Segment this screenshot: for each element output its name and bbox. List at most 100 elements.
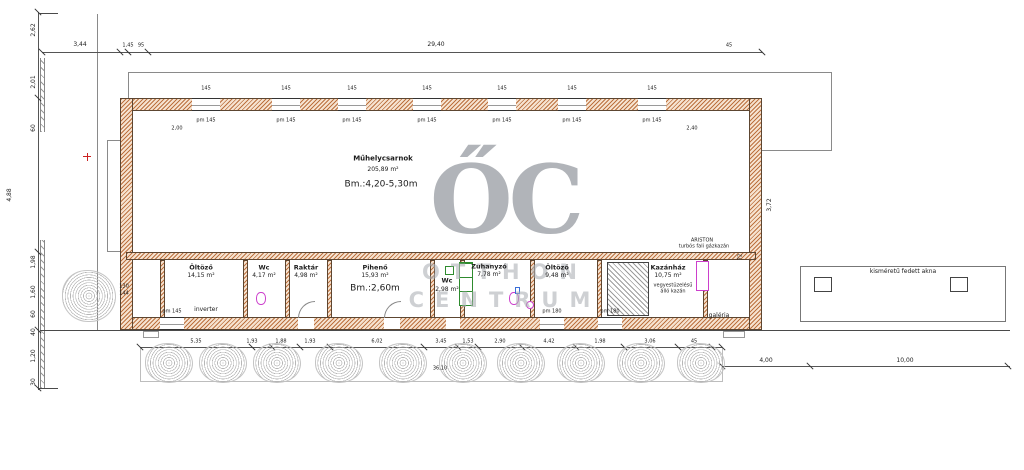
partition bbox=[530, 260, 535, 318]
dim-label: 1,45 bbox=[122, 42, 134, 49]
parapet-label: pm 145 bbox=[196, 117, 216, 124]
dim-label: 6,02 bbox=[371, 338, 383, 345]
shower-stalls-icon bbox=[459, 262, 473, 306]
window-dim-label: 145 bbox=[567, 85, 577, 92]
room-area: 9,48 m² bbox=[545, 271, 569, 279]
annotation-akna: kisméretű fedett akna bbox=[869, 267, 937, 275]
room-area: 4,17 m² bbox=[252, 271, 276, 279]
window-dim-label: 145 bbox=[497, 85, 507, 92]
parapet-label: pm 145 bbox=[276, 117, 296, 124]
dim-label: 45 bbox=[725, 42, 733, 49]
annotation-ariston-type: turbós fali gázkazán bbox=[678, 243, 730, 250]
eaves-line-left bbox=[128, 72, 129, 98]
dim-label: 45 bbox=[690, 338, 698, 345]
dim-label: 3,44 bbox=[73, 40, 87, 48]
sink-icon bbox=[526, 301, 534, 309]
site-boundary-line bbox=[97, 14, 98, 330]
parapet-label: pm 145 bbox=[562, 117, 582, 124]
dim-label: 29,40 bbox=[427, 40, 445, 48]
door-swing-arc bbox=[298, 301, 315, 318]
wall-right bbox=[749, 98, 762, 330]
dim-label: 36,10 bbox=[432, 365, 448, 372]
dim-label: 2,01 bbox=[29, 75, 37, 89]
akna-shaft bbox=[950, 277, 968, 292]
dim-label: 3,45 bbox=[435, 338, 447, 345]
annotation-boiler-type: álló kazán bbox=[660, 288, 686, 295]
dim-label: 1,20 bbox=[29, 349, 37, 363]
window bbox=[338, 98, 366, 111]
porch-line bbox=[107, 251, 120, 252]
tree bbox=[145, 343, 193, 383]
parapet-label: pm 145 bbox=[492, 117, 512, 124]
tree bbox=[253, 343, 301, 383]
wall-bottom bbox=[120, 317, 762, 330]
fixture-icon bbox=[515, 287, 520, 294]
dim-label: 1,88 bbox=[275, 338, 287, 345]
fence-upper bbox=[40, 58, 45, 132]
room-name: Kazánház bbox=[650, 263, 686, 272]
parapet-label: pm 145 bbox=[342, 117, 362, 124]
window-dim-label: 145 bbox=[347, 85, 357, 92]
window-dim-label: 145 bbox=[647, 85, 657, 92]
site-bottom-line bbox=[40, 330, 1010, 331]
tree bbox=[557, 343, 605, 383]
dim-label: 2,90 bbox=[494, 338, 506, 345]
akna-box bbox=[800, 266, 1006, 322]
room-area: 2,98 m² bbox=[435, 285, 459, 293]
parapet-label: pm 145 bbox=[642, 117, 662, 124]
window bbox=[488, 98, 516, 111]
parapet-label: pm 145 bbox=[417, 117, 437, 124]
dim-label: 95 bbox=[137, 42, 145, 49]
room-name: Zuhanyzó bbox=[471, 262, 507, 271]
eaves-line-return bbox=[762, 150, 832, 151]
window bbox=[558, 98, 586, 111]
window-dim-label: 145 bbox=[281, 85, 291, 92]
dim-label: 1,93 bbox=[304, 338, 316, 345]
door-swing-arc bbox=[384, 301, 401, 318]
room-area: 7,78 m² bbox=[477, 270, 501, 278]
dim-label: 2,00 bbox=[171, 125, 183, 132]
tree bbox=[497, 343, 545, 383]
dim-label: 2,62 bbox=[29, 23, 37, 37]
site-corner-mark-bottom bbox=[38, 388, 58, 389]
dim-label: 1,98 bbox=[29, 255, 37, 269]
tree bbox=[62, 270, 116, 322]
parapet-label: pm 180 bbox=[542, 308, 562, 315]
room-area: 10,75 m² bbox=[654, 271, 682, 279]
hall-height: Bm.:4,20-5,30m bbox=[344, 179, 418, 190]
watermark-word-1: OTTHON bbox=[422, 260, 588, 284]
dim-label: 60 bbox=[29, 310, 37, 318]
toilet-icon bbox=[509, 292, 519, 305]
eaves-line-top bbox=[128, 72, 832, 73]
site-corner-mark bbox=[40, 13, 58, 14]
fence-lower bbox=[40, 240, 45, 388]
porch-line bbox=[107, 140, 120, 141]
dim-label: 30 bbox=[29, 378, 37, 386]
room-height: Bm.:2,60m bbox=[350, 283, 400, 294]
window bbox=[413, 98, 441, 111]
tree bbox=[439, 343, 487, 383]
window bbox=[272, 98, 300, 111]
room-area: 15,93 m² bbox=[361, 271, 389, 279]
watermark-logo: ŐC bbox=[429, 144, 584, 256]
room-name: Raktár bbox=[293, 263, 319, 272]
wall-left bbox=[120, 98, 133, 330]
partition bbox=[327, 260, 332, 318]
room-name: Wc bbox=[258, 263, 270, 272]
shower-icon bbox=[445, 266, 454, 275]
window bbox=[638, 98, 666, 111]
step bbox=[723, 331, 745, 338]
dim-label: 1,53 bbox=[462, 338, 474, 345]
dim-line-bottom bbox=[140, 347, 722, 348]
room-name: Pihenő bbox=[362, 263, 388, 272]
annotation-ariston: ARISTON bbox=[690, 237, 714, 244]
eaves-line-right bbox=[831, 72, 832, 150]
partition bbox=[243, 260, 248, 318]
hall-area: 205,89 m² bbox=[367, 165, 399, 173]
door-opening bbox=[446, 318, 460, 329]
survey-marker-icon bbox=[86, 152, 88, 161]
gas-boiler-icon bbox=[696, 261, 709, 291]
dim-label: 3,72 bbox=[765, 198, 773, 212]
step bbox=[143, 331, 159, 338]
